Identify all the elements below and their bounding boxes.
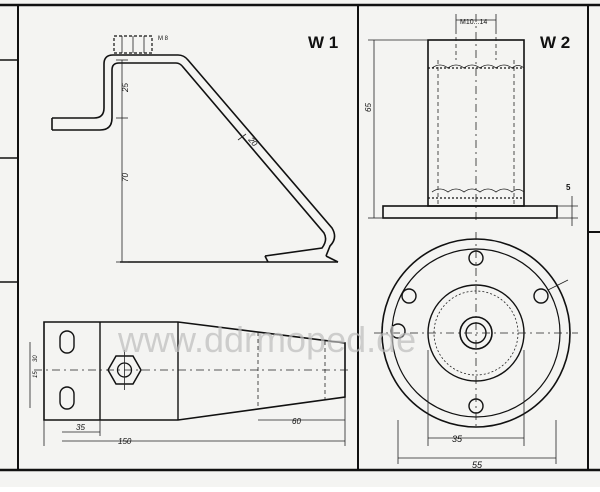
w2-panel-label: W 2	[540, 33, 570, 52]
watermark: www.ddrmoped.de	[117, 319, 416, 360]
w2-elevation-dimensions	[368, 14, 578, 226]
w1-dim-35: 35	[76, 423, 85, 432]
w1-dim-25: 25	[121, 83, 130, 93]
w1-panel-label: W 1	[308, 33, 338, 52]
w1-vertical-dimension	[116, 59, 128, 263]
w2-plan-view	[374, 232, 578, 430]
w2-dim-height: 65	[364, 103, 373, 112]
w2-thread-label: M10...14	[460, 19, 487, 26]
w2-elevation	[382, 14, 558, 220]
w1-dim-60: 60	[292, 417, 301, 426]
w1-dim-70: 70	[121, 173, 130, 182]
w2-dim-55: 55	[472, 460, 483, 470]
w1-side-dim-a: 30	[33, 355, 39, 362]
w1-top-note: M 8	[158, 36, 169, 42]
w2-dim-plate: 5	[566, 183, 571, 192]
w2-plan-dimensions	[397, 350, 557, 464]
w2-dim-35: 35	[452, 434, 463, 444]
w1-dim-150: 150	[118, 437, 132, 446]
w1-bracket-elevation	[51, 35, 339, 263]
w1-side-dim-b: 15	[33, 371, 39, 378]
w1-plan-dimensions	[29, 342, 346, 446]
